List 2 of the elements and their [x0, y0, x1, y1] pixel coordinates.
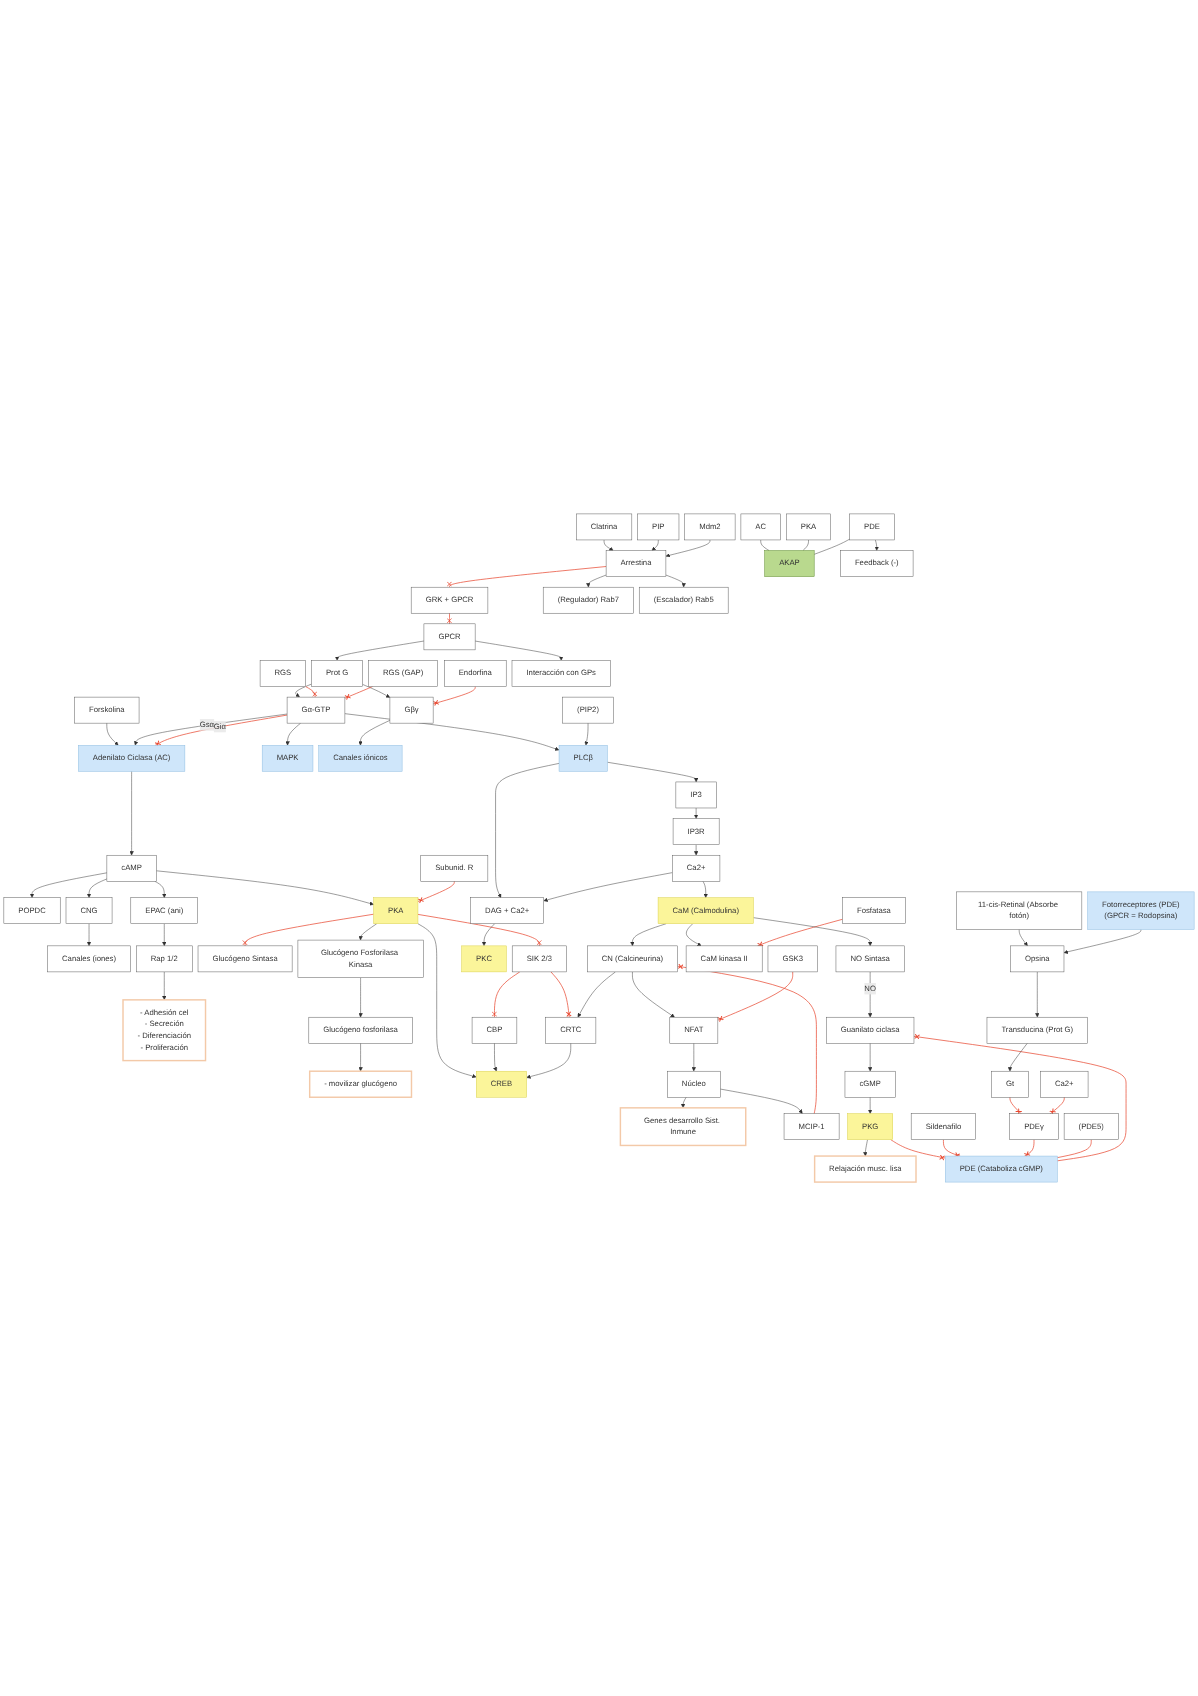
connector [1056, 1139, 1092, 1158]
connector [813, 538, 850, 555]
